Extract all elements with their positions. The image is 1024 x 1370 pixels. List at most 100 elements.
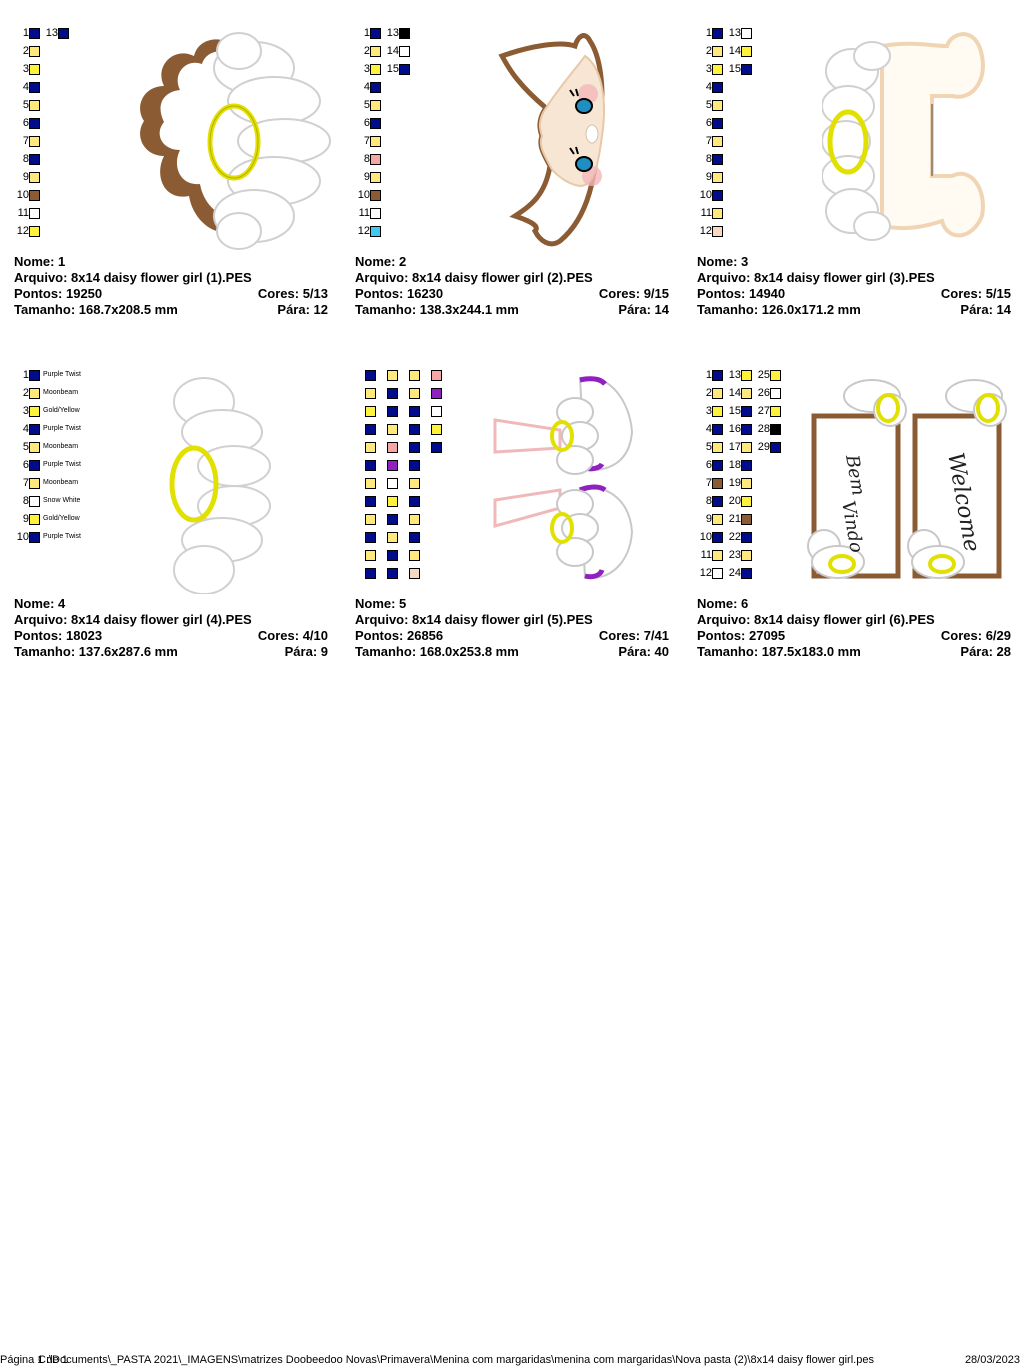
color-swatch xyxy=(409,460,420,471)
color-swatch xyxy=(370,63,381,75)
swatch-number: 9 xyxy=(22,513,29,525)
color-swatch xyxy=(712,567,723,579)
footer-date: 28/03/2023 xyxy=(961,1354,1020,1366)
color-swatch xyxy=(387,388,398,399)
swatch-number: 4 xyxy=(22,81,29,93)
swatch-number: 8 xyxy=(363,153,370,165)
color-swatch xyxy=(29,81,40,93)
color-swatch xyxy=(741,459,752,471)
design-info-3: Nome: 3 Arquivo: 8x14 daisy flower girl … xyxy=(697,254,1011,318)
design-colors: Cores: 6/29 xyxy=(940,628,1011,643)
swatch-number: 15 xyxy=(728,405,741,417)
color-swatch xyxy=(29,369,40,381)
design-preview-5 xyxy=(493,376,634,580)
color-swatch xyxy=(712,27,723,39)
color-swatch xyxy=(741,45,752,57)
design-colors: Cores: 5/15 xyxy=(940,286,1011,301)
swatch-number: 11 xyxy=(700,549,712,561)
swatch-number: 14 xyxy=(728,45,741,57)
color-swatch xyxy=(712,549,723,561)
design-points: Pontos: 18023 xyxy=(14,628,103,643)
color-swatch xyxy=(741,531,752,543)
design-colors: Cores: 4/10 xyxy=(257,628,328,643)
page-footer: Página 1 de 1 C:\Documents\_PASTA 2021\_… xyxy=(0,1354,1024,1370)
swatch-item: 12 xyxy=(355,224,381,238)
color-swatch xyxy=(741,369,752,381)
swatch-number: 4 xyxy=(705,81,712,93)
swatch-number: 16 xyxy=(728,423,741,435)
color-swatch xyxy=(712,81,723,93)
design-stops: Pára: 12 xyxy=(277,302,328,317)
swatch-number: 13 xyxy=(386,27,399,39)
swatch-thread-name: Gold/Yellow xyxy=(43,407,80,414)
color-swatch xyxy=(387,532,398,543)
swatch-number: 14 xyxy=(728,387,741,399)
design-size: Tamanho: 137.6x287.6 mm xyxy=(14,644,178,659)
color-swatch xyxy=(712,99,723,111)
swatch-number: 7 xyxy=(705,477,712,489)
color-swatch xyxy=(387,406,398,417)
swatch-number: 7 xyxy=(22,477,29,489)
swatch-item: 6 xyxy=(697,116,723,130)
swatch-item: 15 xyxy=(726,404,752,418)
swatch-item: 7 xyxy=(697,476,723,490)
swatch-item: 9 xyxy=(355,170,381,184)
swatch-item: 7 xyxy=(355,134,381,148)
swatch-item: 21 xyxy=(726,512,752,526)
swatch-item: 9 xyxy=(697,512,723,526)
swatch-number: 11 xyxy=(17,207,29,219)
color-swatch xyxy=(29,513,40,525)
color-swatch xyxy=(58,27,69,39)
design-name: Nome: 6 xyxy=(697,596,749,611)
design-name: Nome: 5 xyxy=(355,596,407,611)
color-swatch xyxy=(365,424,376,435)
design-file: Arquivo: 8x14 daisy flower girl (3).PES xyxy=(697,270,935,285)
color-swatch xyxy=(29,459,40,471)
design-preview-3 xyxy=(822,32,985,241)
swatch-number: 2 xyxy=(22,387,29,399)
swatch-item: 5 xyxy=(697,440,723,454)
color-swatch xyxy=(370,45,381,57)
swatch-item: 15 xyxy=(726,62,752,76)
swatch-number: 9 xyxy=(22,171,29,183)
swatch-number: 5 xyxy=(22,99,29,111)
design-file: Arquivo: 8x14 daisy flower girl (6).PES xyxy=(697,612,935,627)
swatch-number: 1 xyxy=(705,369,712,381)
color-swatch xyxy=(387,370,398,381)
color-swatch xyxy=(712,117,723,129)
swatch-number: 27 xyxy=(757,405,770,417)
swatch-number: 13 xyxy=(728,369,741,381)
color-swatch xyxy=(741,63,752,75)
swatch-number: 26 xyxy=(757,387,770,399)
swatch-number: 14 xyxy=(386,45,399,57)
color-swatch xyxy=(365,478,376,489)
color-swatch xyxy=(741,567,752,579)
swatch-number: 15 xyxy=(728,63,741,75)
swatch-item: 8 xyxy=(697,152,723,166)
color-swatch xyxy=(409,496,420,507)
swatch-number: 19 xyxy=(728,477,741,489)
swatch-number: 4 xyxy=(363,81,370,93)
color-swatch xyxy=(29,225,40,237)
swatch-item: 25 xyxy=(755,368,781,382)
swatch-item: 7 xyxy=(14,134,40,148)
design-name: Nome: 2 xyxy=(355,254,407,269)
color-swatch xyxy=(409,370,420,381)
color-swatch xyxy=(370,117,381,129)
swatch-item: 29 xyxy=(755,440,781,454)
swatch-item: 8 xyxy=(355,152,381,166)
swatch-number: 5 xyxy=(22,441,29,453)
color-swatch xyxy=(29,477,40,489)
color-swatch xyxy=(29,99,40,111)
swatch-item: 18 xyxy=(726,458,752,472)
swatch-item: 2 xyxy=(697,44,723,58)
design-colors: Cores: 5/13 xyxy=(257,286,328,301)
color-swatch xyxy=(712,513,723,525)
design-points: Pontos: 26856 xyxy=(355,628,444,643)
